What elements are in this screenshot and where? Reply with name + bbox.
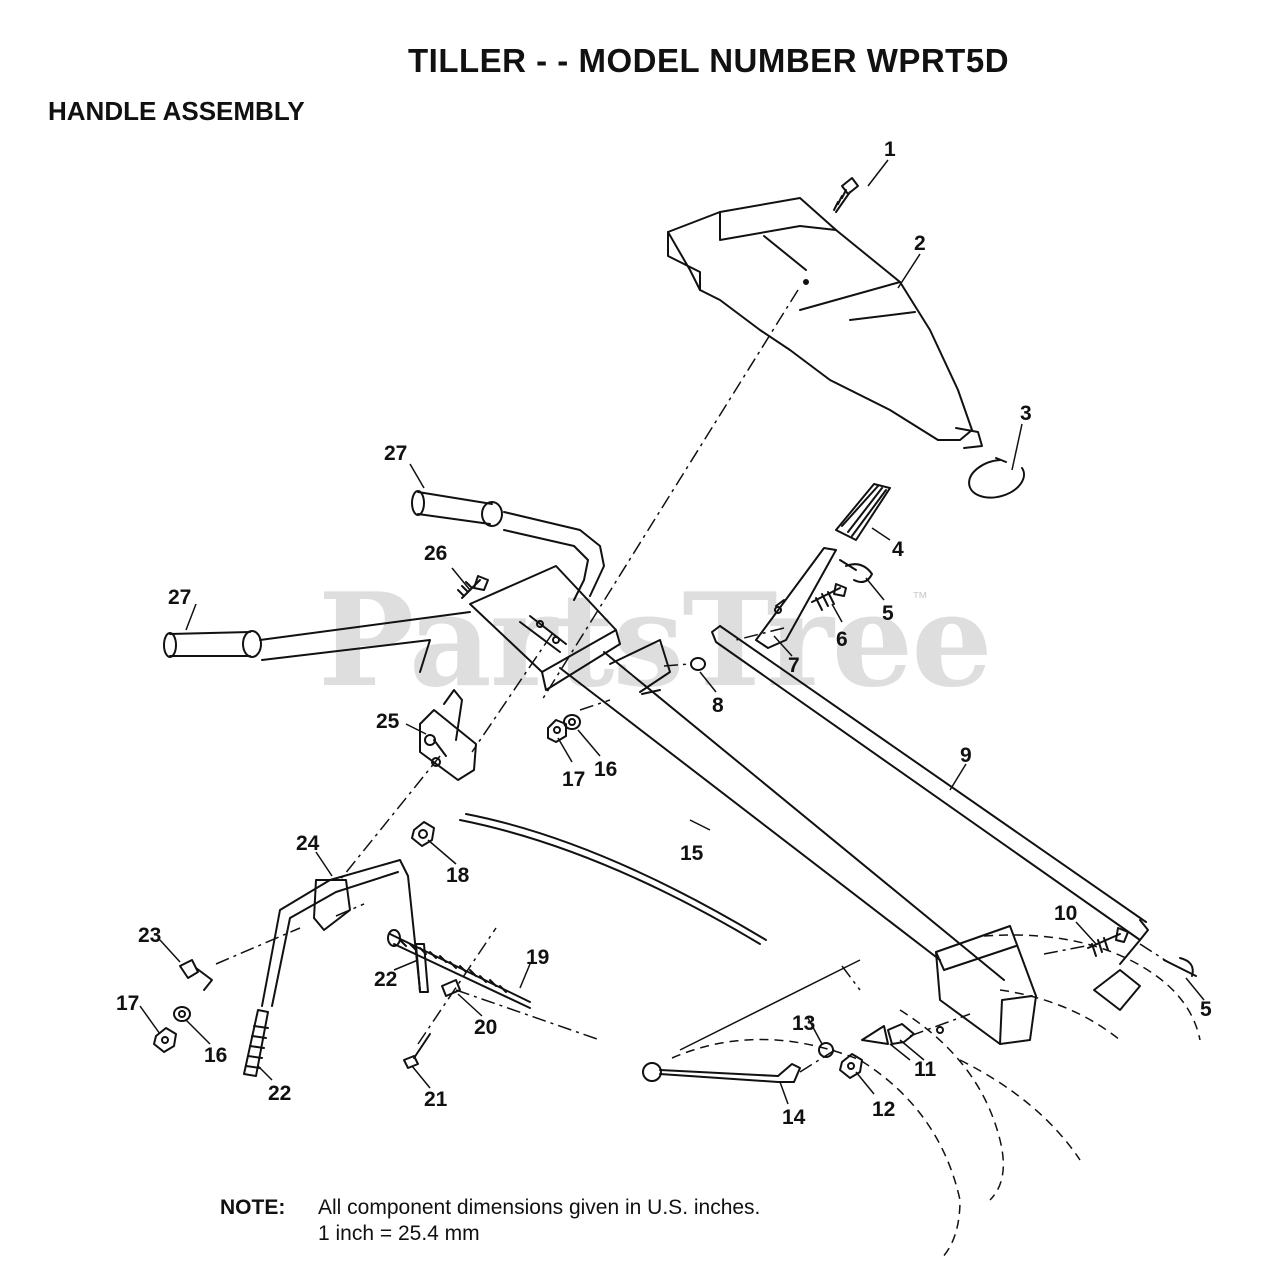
callout-23: 23 bbox=[138, 924, 161, 947]
callout-6: 6 bbox=[836, 628, 848, 651]
note-text-conversion: 1 inch = 25.4 mm bbox=[318, 1222, 480, 1245]
callout-12: 12 bbox=[872, 1098, 895, 1121]
callout-13: 13 bbox=[792, 1012, 815, 1035]
callout-17b: 17 bbox=[116, 992, 139, 1015]
note-text-dimensions: All component dimensions given in U.S. i… bbox=[318, 1196, 761, 1219]
hair-clip-5b-part bbox=[1163, 957, 1197, 977]
callout-25: 25 bbox=[376, 710, 400, 733]
callout-14: 14 bbox=[782, 1106, 806, 1129]
nut-12-part bbox=[839, 1053, 863, 1079]
shift-lever-14-part bbox=[642, 1062, 801, 1083]
callout-16b: 16 bbox=[204, 1044, 227, 1067]
callout-27a: 27 bbox=[384, 442, 407, 465]
handlebar-upper-part bbox=[411, 490, 605, 601]
washer-13-part bbox=[818, 1042, 834, 1058]
callout-27b: 27 bbox=[168, 586, 191, 609]
spring-22b-part bbox=[415, 943, 429, 993]
callout-2: 2 bbox=[914, 232, 926, 255]
washer-16b-part bbox=[173, 1006, 191, 1022]
callout-17a: 17 bbox=[562, 768, 585, 791]
callout-4: 4 bbox=[892, 538, 904, 561]
bolt-21-part bbox=[403, 1033, 431, 1069]
callout-3: 3 bbox=[1020, 402, 1032, 425]
rod-end-fitting-part bbox=[1093, 969, 1141, 1011]
callout-labels: 1 2 3 4 5 6 7 8 9 10 5 11 12 13 14 15 16… bbox=[116, 138, 1212, 1129]
callout-24: 24 bbox=[296, 832, 320, 855]
control-rod-part bbox=[711, 625, 1149, 965]
lever-grip-part bbox=[835, 483, 891, 541]
handle-mount-block-part bbox=[469, 565, 621, 691]
cam-11-part bbox=[861, 1023, 915, 1045]
handlebar-lower-part bbox=[163, 611, 471, 673]
callout-11: 11 bbox=[914, 1058, 937, 1081]
callout-16a: 16 bbox=[594, 758, 617, 781]
nut-17a-part bbox=[547, 719, 567, 743]
callout-5b: 5 bbox=[1200, 998, 1212, 1021]
callout-26: 26 bbox=[424, 542, 447, 565]
bolt-6-part bbox=[811, 583, 847, 611]
retaining-ring-part bbox=[968, 457, 1025, 499]
watermark-trademark: ™ bbox=[912, 590, 928, 607]
hair-clip-5a-part bbox=[839, 559, 873, 583]
spacer-8-part bbox=[690, 657, 706, 671]
spring-22a-part bbox=[243, 1009, 269, 1077]
control-cable-part bbox=[459, 813, 767, 945]
nut-17b-part bbox=[153, 1027, 177, 1053]
bolt-26-part bbox=[457, 575, 489, 599]
main-handle-tube-part bbox=[559, 639, 1005, 981]
callout-9: 9 bbox=[960, 744, 972, 767]
nut-18-part bbox=[411, 821, 435, 847]
callout-1: 1 bbox=[884, 138, 896, 161]
callout-21: 21 bbox=[424, 1088, 448, 1111]
callout-22a: 22 bbox=[374, 968, 397, 991]
control-lever-part bbox=[755, 547, 837, 649]
callout-18: 18 bbox=[446, 864, 470, 887]
clip-20-part bbox=[441, 979, 461, 997]
callout-10: 10 bbox=[1054, 902, 1077, 925]
console-cover-part bbox=[667, 197, 983, 449]
section-subtitle: HANDLE ASSEMBLY bbox=[48, 96, 305, 126]
fastener-23-part bbox=[179, 959, 213, 991]
shift-rod-24-part bbox=[261, 859, 421, 1007]
leader-lines bbox=[139, 159, 1205, 1105]
callout-20: 20 bbox=[474, 1016, 497, 1039]
page-title: TILLER - - MODEL NUMBER WPRT5D bbox=[408, 42, 1010, 79]
threaded-rod-19-part bbox=[387, 929, 531, 1009]
note-label: NOTE: bbox=[220, 1196, 286, 1219]
callout-5a: 5 bbox=[882, 602, 894, 625]
callout-15: 15 bbox=[680, 842, 704, 865]
bracket-25-part bbox=[419, 689, 477, 781]
callout-7: 7 bbox=[788, 654, 800, 677]
lower-mount-bracket-part bbox=[935, 925, 1037, 1045]
callout-22b: 22 bbox=[268, 1082, 291, 1105]
washer-16a-part bbox=[563, 714, 581, 730]
callout-8: 8 bbox=[712, 694, 724, 717]
screw-1-part bbox=[833, 177, 859, 213]
callout-19: 19 bbox=[526, 946, 549, 969]
